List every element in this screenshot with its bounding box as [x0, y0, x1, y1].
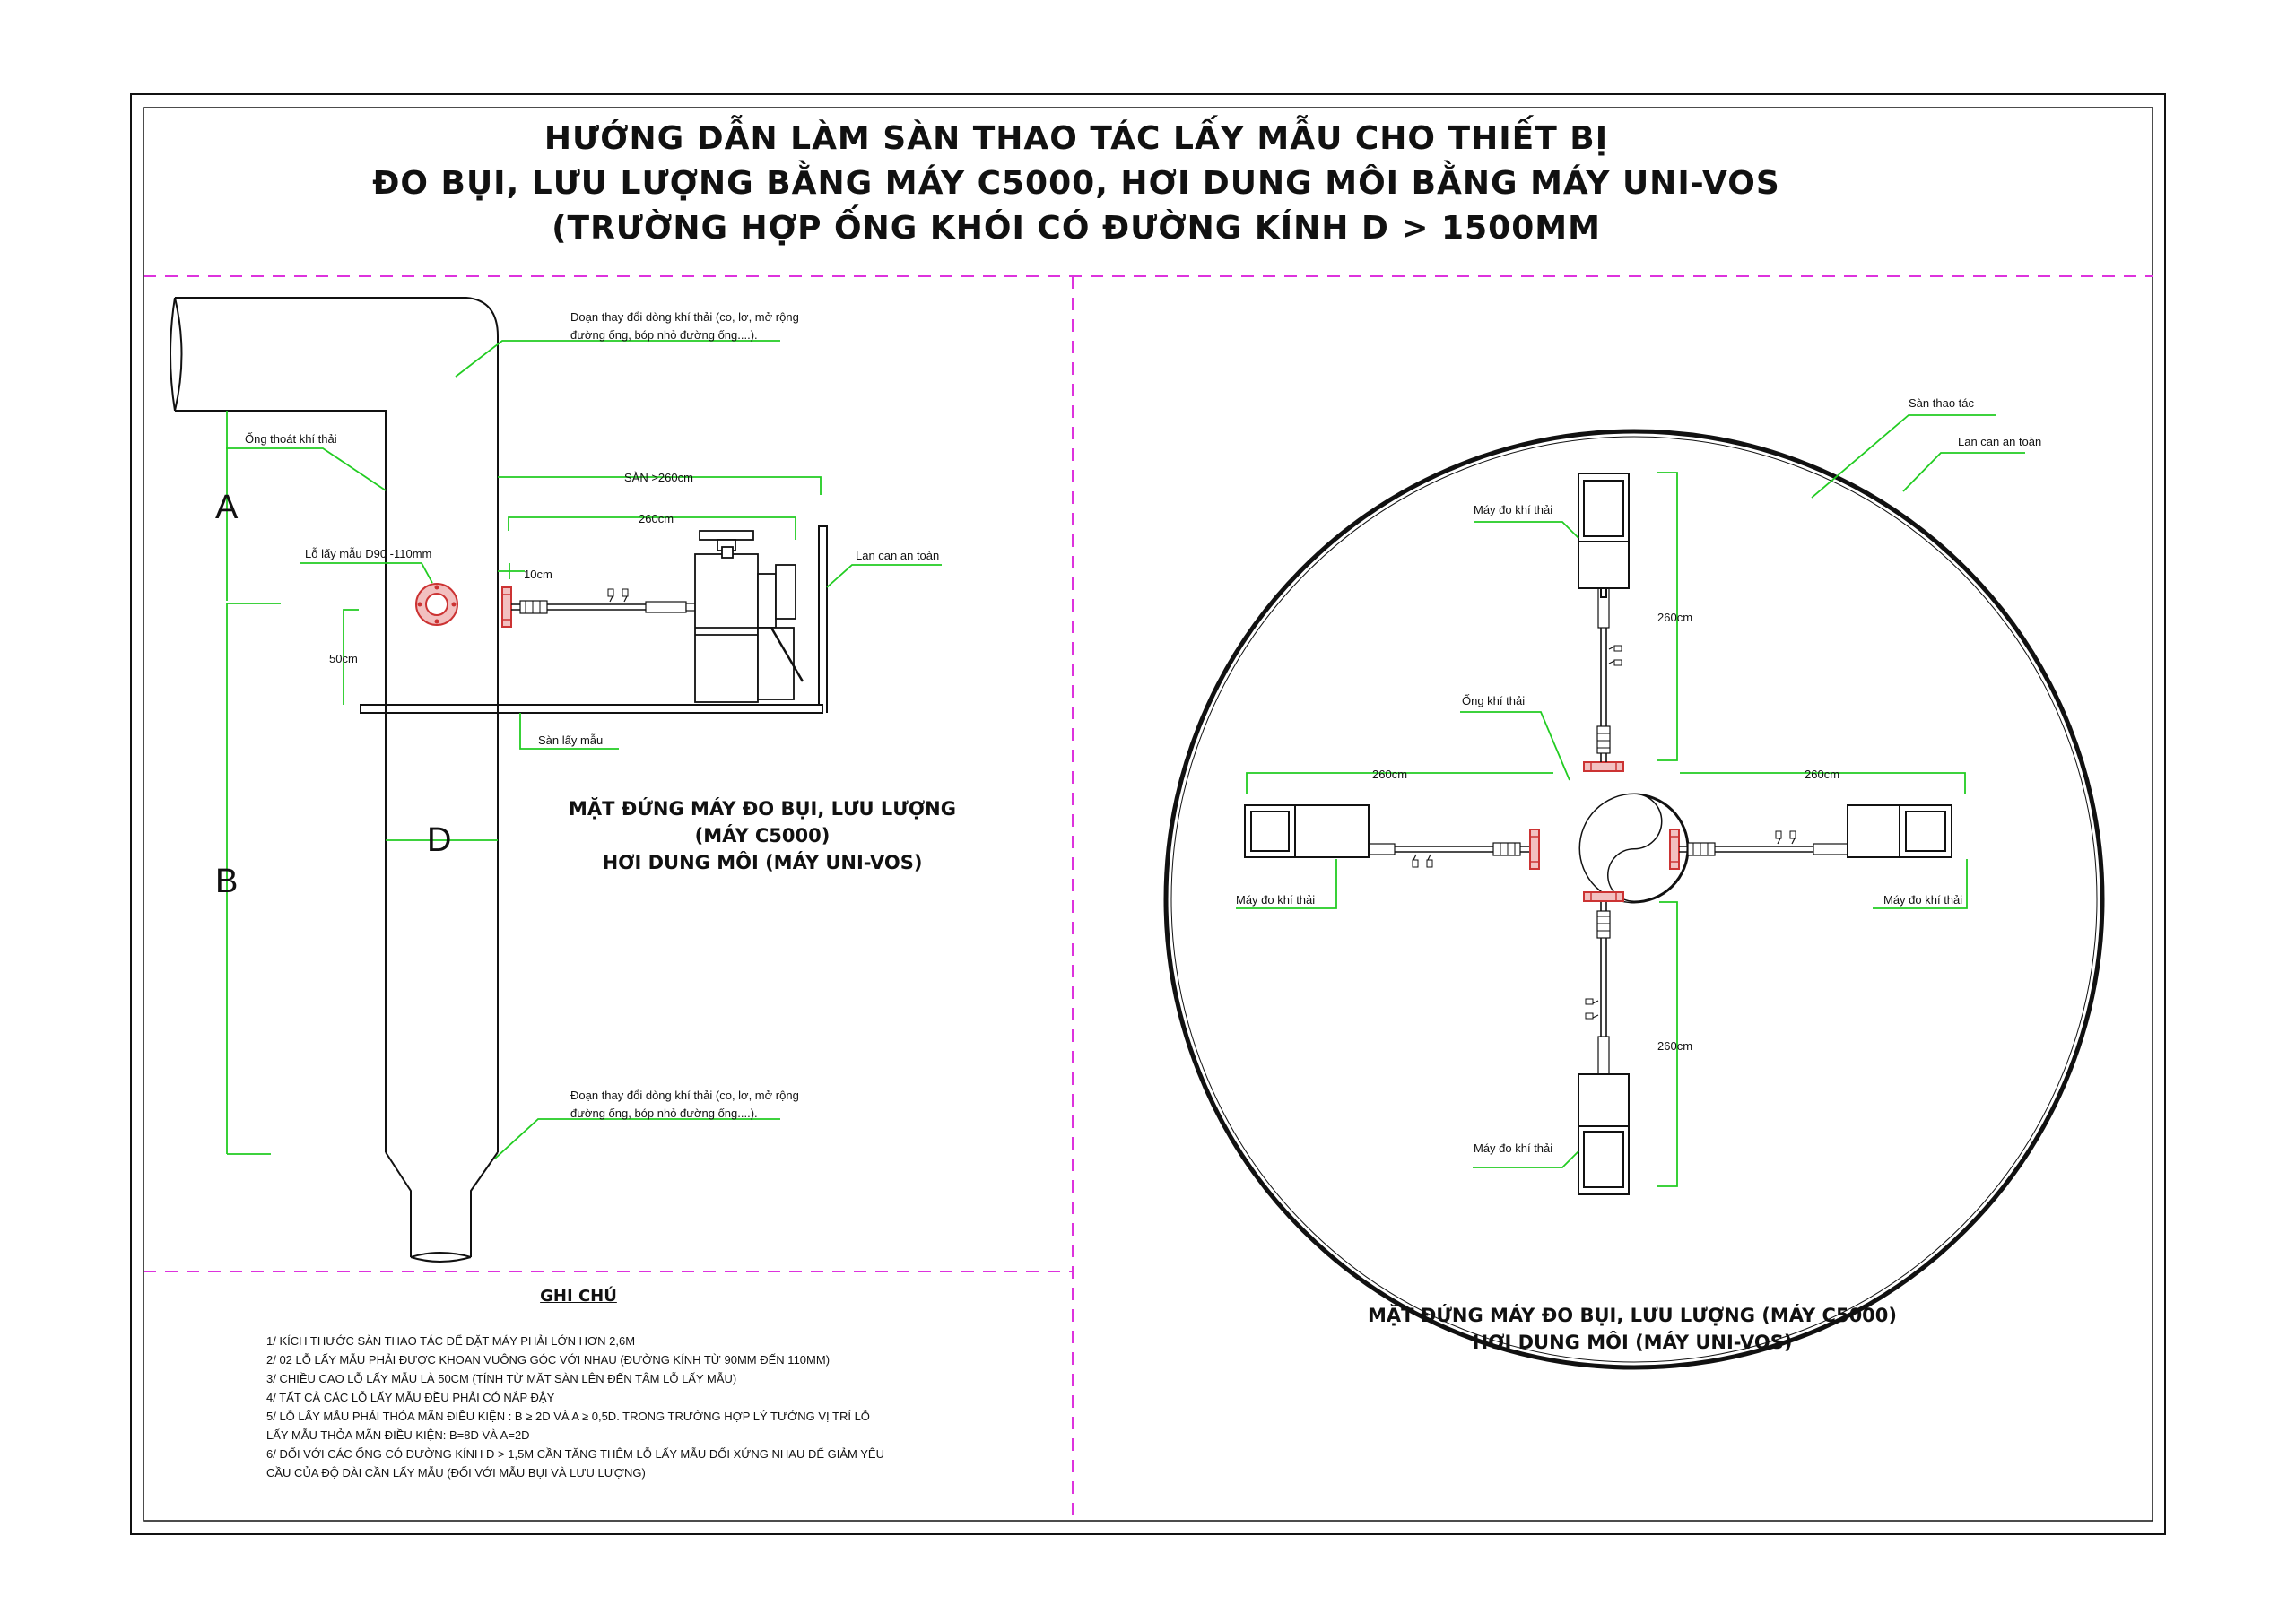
title-line-3: (TRƯỜNG HỢP ỐNG KHÓI CÓ ĐƯỜNG KÍNH D > 1… [552, 210, 1601, 247]
dim-platform: SÀN >260cm [624, 471, 693, 484]
transition-note-top: Đoạn thay đổi dòng khí thải (co, lơ, mở … [570, 310, 799, 342]
stack-elevation [170, 297, 499, 1263]
elevation-caption-2: (MÁY C5000) [694, 825, 831, 846]
sampling-hole-label: Lỗ lấy mẫu D90 -110mm [305, 547, 432, 560]
plan-view [1163, 429, 2105, 1370]
elevation-caption-3: HƠI DUNG MÔI (MÁY UNI-VOS) [602, 852, 923, 873]
notes-title: GHI CHÚ [540, 1287, 617, 1306]
plan-dim-bottom: 260cm [1657, 1039, 1693, 1053]
dim-260: 260cm [639, 512, 674, 525]
analyzer-top-label: Máy đo khí thải [1474, 503, 1553, 516]
sampling-hole [415, 583, 458, 626]
note-item: CẦU CỦA ĐỘ DÀI CẦN LẤY MẪU (ĐỐI VỚI MẪU … [266, 1466, 646, 1480]
plan-caption-1: MẶT ĐỨNG MÁY ĐO BỤI, LƯU LƯỢNG (MÁY C500… [1367, 1305, 1898, 1326]
title-line-1: HƯỚNG DẪN LÀM SÀN THAO TÁC LẤY MẪU CHO T… [544, 120, 1609, 157]
transition-note-bottom: Đoạn thay đổi dòng khí thải (co, lơ, mở … [570, 1089, 799, 1120]
exhaust-pipe-label: Ống thoát khí thải [245, 432, 337, 446]
platform-label: Sàn lấy mẫu [538, 733, 604, 747]
elevation-dimensions [226, 340, 942, 1159]
analyzer-elevation [694, 530, 804, 703]
analyzer-right-label: Máy đo khí thải [1883, 893, 1963, 907]
outer-frame [130, 93, 2166, 1535]
note-item: LẤY MẪU THỎA MÃN ĐIỀU KIỆN: B=8D VÀ A=2D [266, 1428, 530, 1442]
label-a: A [215, 489, 239, 526]
analyzer-left-label: Máy đo khí thải [1236, 893, 1316, 907]
plan-caption-2: HƠI DUNG MÔI (MÁY UNI-VOS) [1472, 1332, 1793, 1353]
note-item: 4/ TẤT CẢ CÁC LỖ LẤY MẪU ĐỀU PHẢI CÓ NẮP… [266, 1391, 555, 1404]
note-item: 5/ LỖ LẤY MẪU PHẢI THỎA MÃN ĐIỀU KIỆN : … [266, 1410, 870, 1423]
plan-platform-label: Sàn thao tác [1909, 396, 1974, 410]
elevation-caption: MẶT ĐỨNG MÁY ĐO BỤI, LƯU LƯỢNG (MÁY C500… [556, 795, 969, 876]
plan-dim-right: 260cm [1805, 768, 1840, 781]
railing-label: Lan can an toàn [856, 549, 940, 562]
plan-dim-left: 260cm [1372, 768, 1408, 781]
title-line-2: ĐO BỤI, LƯU LƯỢNG BẰNG MÁY C5000, HƠI DU… [372, 165, 1780, 202]
label-b: B [215, 863, 239, 900]
dim-50cm: 50cm [329, 652, 358, 665]
note-item: 2/ 02 LỖ LẤY MẪU PHẢI ĐƯỢC KHOAN VUÔNG G… [266, 1353, 831, 1367]
dim-10cm: 10cm [524, 568, 552, 581]
notes-list: 1/ KÍCH THƯỚC SÀN THAO TÁC ĐỂ ĐẶT MÁY PH… [266, 1332, 1074, 1482]
analyzer-bottom-label: Máy đo khí thải [1474, 1141, 1553, 1155]
label-d: D [427, 821, 452, 859]
plan-dim-top: 260cm [1657, 611, 1693, 624]
elevation-caption-1: MẶT ĐỨNG MÁY ĐO BỤI, LƯU LƯỢNG [569, 798, 956, 820]
note-item: 3/ CHIỀU CAO LỖ LẤY MẪU LÀ 50CM (TÍNH TỪ… [266, 1372, 737, 1385]
inner-frame [143, 107, 2153, 1522]
note-item: 1/ KÍCH THƯỚC SÀN THAO TÁC ĐỂ ĐẶT MÁY PH… [266, 1334, 636, 1348]
elevation-probe [501, 586, 723, 628]
plan-dimensions [1236, 414, 2025, 1187]
platform-circle-inner [1170, 436, 2098, 1363]
plan-caption: MẶT ĐỨNG MÁY ĐO BỤI, LƯU LƯỢNG (MÁY C500… [1318, 1302, 1946, 1356]
sampling-platform [360, 525, 828, 714]
note-item: 6/ ĐỐI VỚI CÁC ỐNG CÓ ĐƯỜNG KÍNH D > 1,5… [266, 1447, 884, 1461]
guide-lines [144, 275, 2152, 1521]
platform-circle [1163, 429, 2105, 1370]
plan-railing-label: Lan can an toàn [1958, 435, 2042, 448]
stack-label: Ống khí thải [1462, 694, 1526, 707]
